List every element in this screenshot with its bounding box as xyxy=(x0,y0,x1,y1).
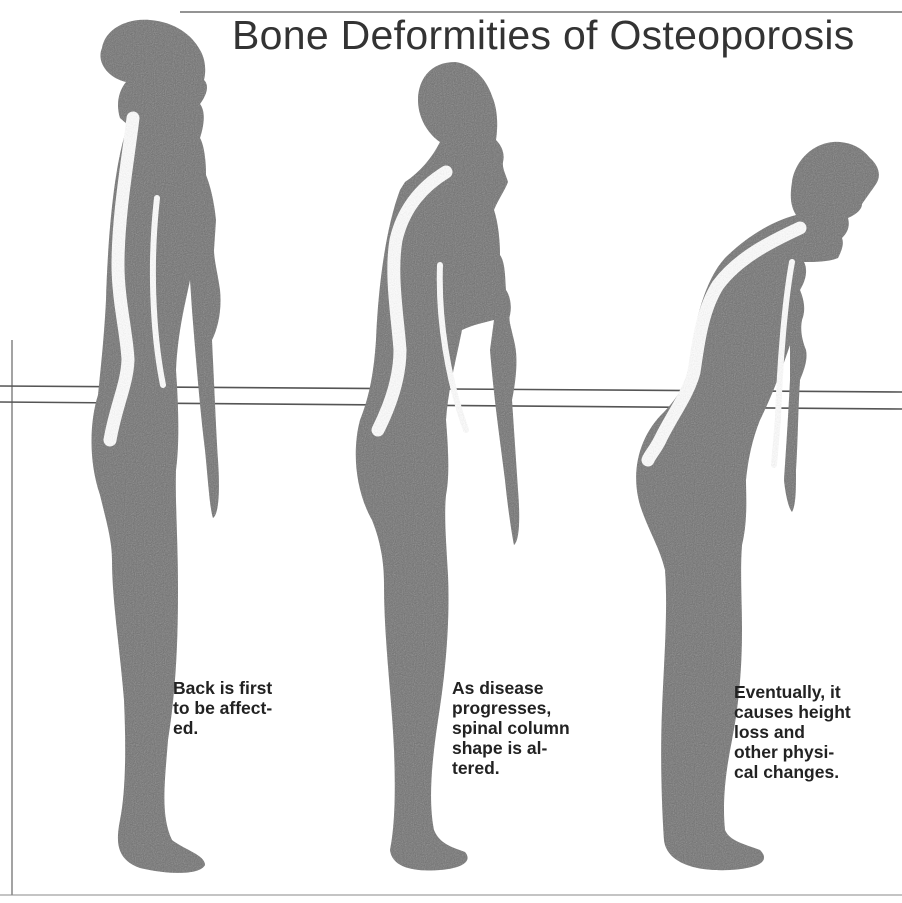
caption-stage-1: Back is first to be affect- ed. xyxy=(173,678,333,738)
caption-line: Eventually, it xyxy=(734,682,896,702)
caption-line: As disease xyxy=(452,678,612,698)
figure-upright xyxy=(92,20,221,873)
caption-stage-3: Eventually, it causes height loss and ot… xyxy=(734,682,896,782)
caption-line: progresses, xyxy=(452,698,612,718)
caption-line: ed. xyxy=(173,718,333,738)
caption-line: causes height xyxy=(734,702,896,722)
caption-line: loss and xyxy=(734,722,896,742)
caption-line: spinal column xyxy=(452,718,612,738)
caption-line: other physi- xyxy=(734,742,896,762)
caption-line: Back is first xyxy=(173,678,333,698)
caption-stage-2: As disease progresses, spinal column sha… xyxy=(452,678,612,778)
caption-line: shape is al- xyxy=(452,738,612,758)
caption-line: to be affect- xyxy=(173,698,333,718)
caption-line: cal changes. xyxy=(734,762,896,782)
caption-line: tered. xyxy=(452,758,612,778)
diagram-title: Bone Deformities of Osteoporosis xyxy=(232,12,855,59)
